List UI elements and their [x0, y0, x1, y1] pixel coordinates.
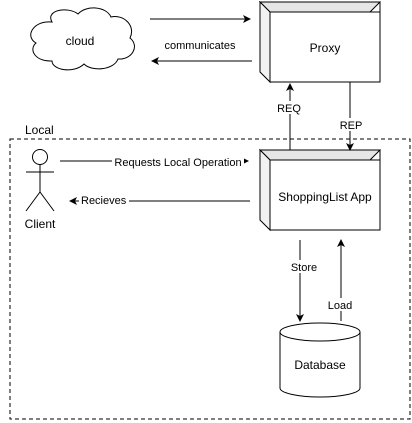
edge-label-req: REQ: [277, 103, 301, 115]
app-node: ShoppingList App: [258, 148, 382, 232]
edge-label-store: Store: [291, 262, 317, 274]
cloud-label: cloud: [66, 34, 95, 48]
client-actor: Client: [25, 149, 56, 231]
client-label: Client: [25, 217, 56, 231]
proxy-label: Proxy: [310, 41, 341, 55]
edge-label-communicates: communicates: [165, 40, 236, 52]
local-region-label: Local: [25, 123, 54, 137]
app-label: ShoppingList App: [278, 190, 372, 204]
proxy-node: Proxy: [258, 0, 382, 84]
edge-label-load: Load: [328, 300, 352, 312]
cloud-node: cloud: [30, 7, 135, 71]
database-label: Database: [294, 358, 346, 372]
local-region-boundary: [9, 138, 411, 420]
edge-label-requests-local-operation: Requests Local Operation: [114, 157, 241, 169]
edge-label-recieves: Recieves: [81, 195, 127, 207]
database-node: Database: [279, 322, 361, 398]
edge-label-rep: REP: [340, 120, 363, 132]
